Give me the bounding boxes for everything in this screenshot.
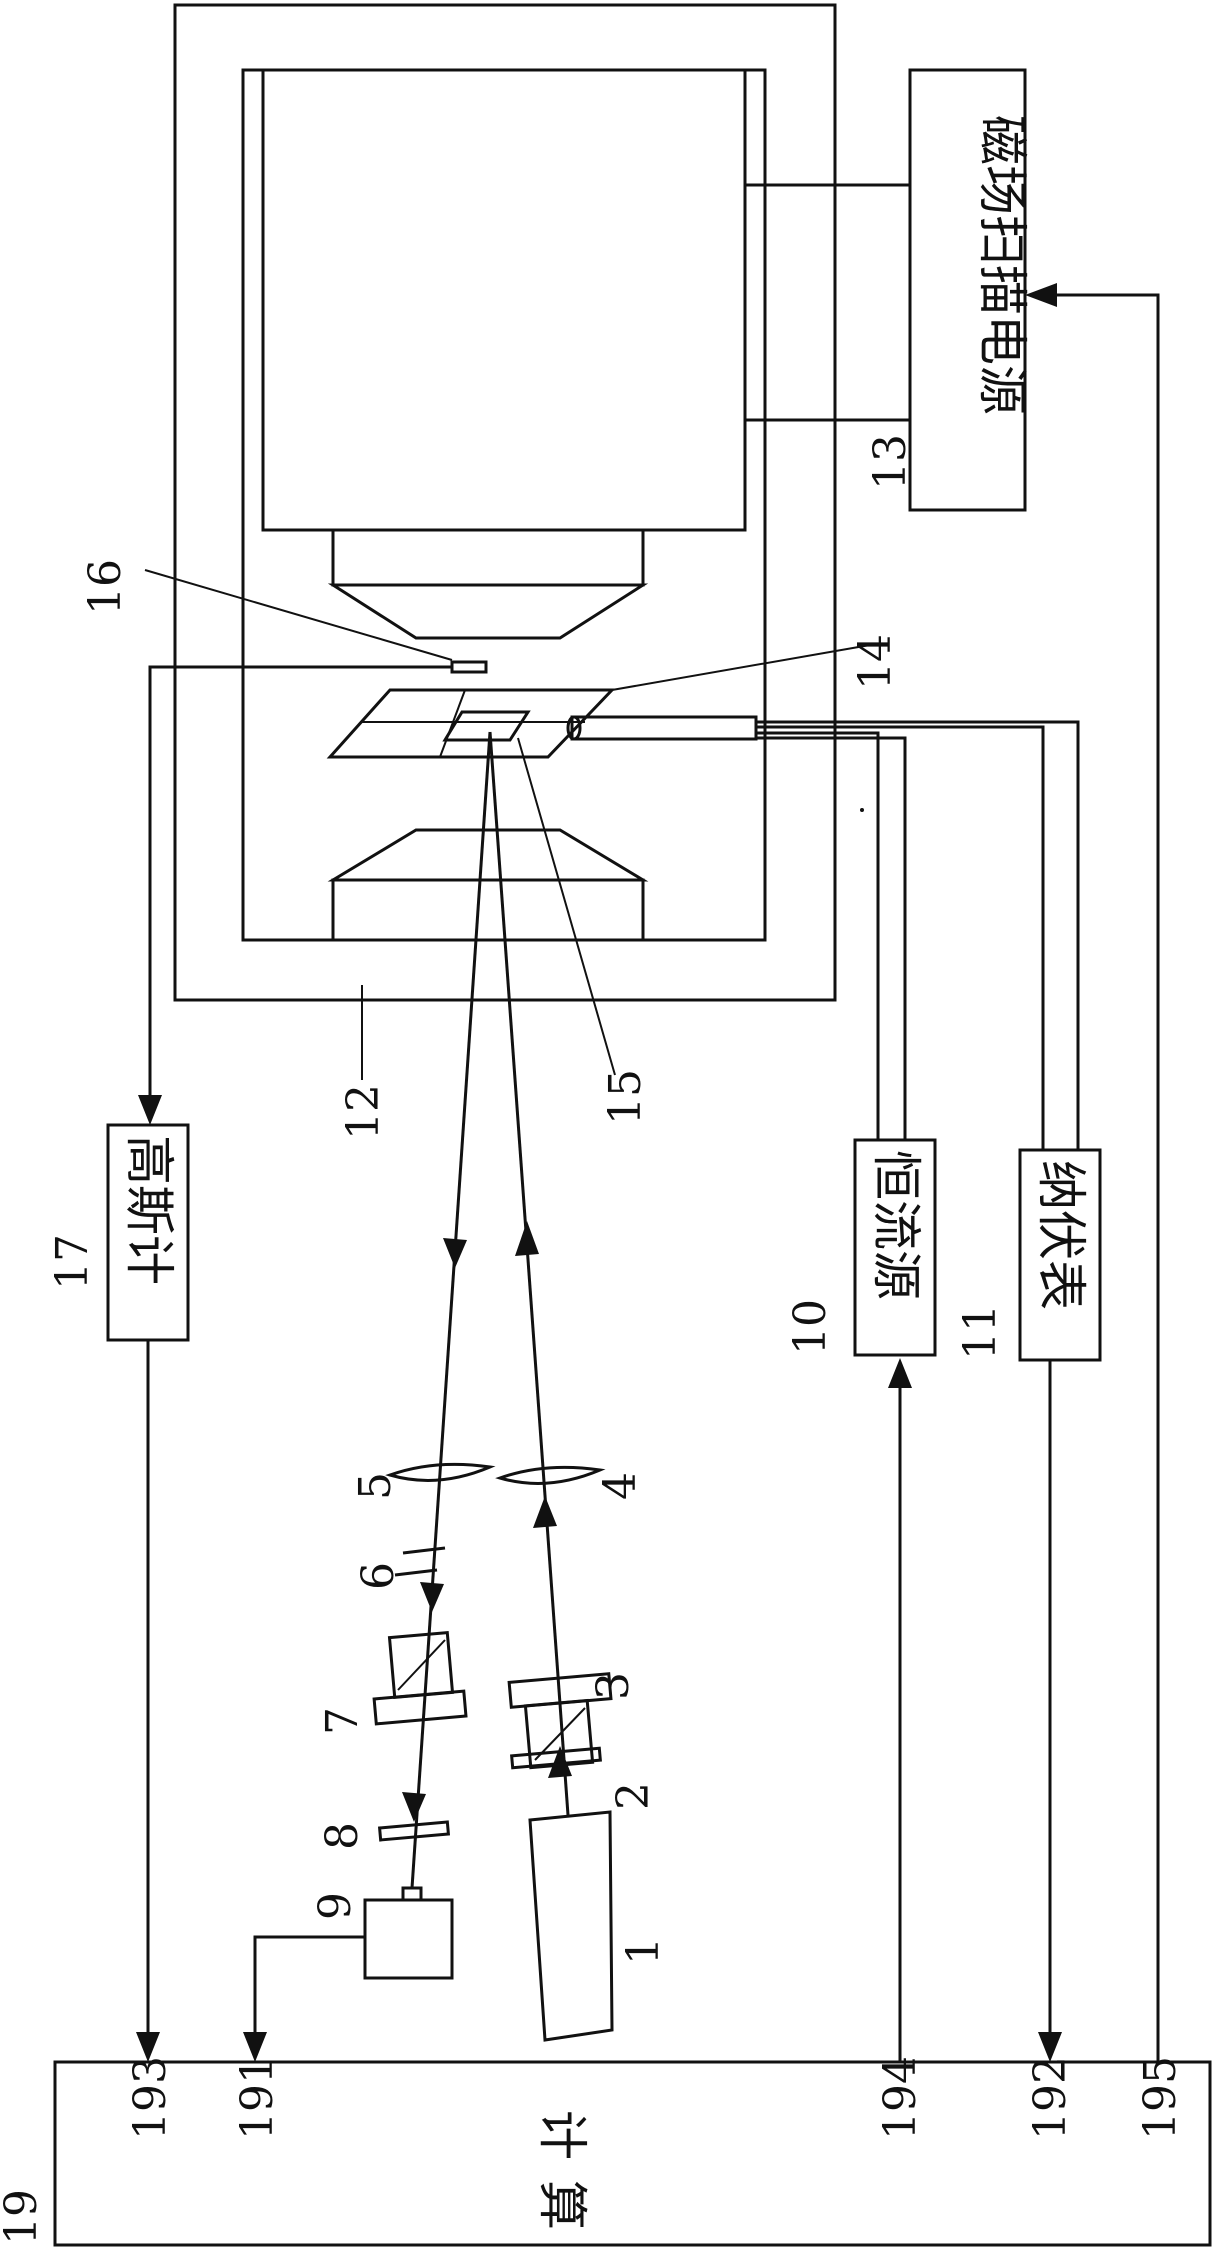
label-5: 5 — [350, 1472, 401, 1500]
magnet-yoke — [243, 70, 765, 940]
lower-pole-piece-base — [333, 880, 643, 940]
analyzer-7-mount — [374, 1691, 466, 1724]
current-lead-b — [756, 738, 905, 1140]
label-19: 19 — [0, 2189, 47, 2245]
port-191: 191 — [232, 2056, 283, 2140]
computer-label: 计算机 — [533, 2110, 591, 2248]
label-9: 9 — [310, 1892, 361, 1920]
detector-to-computer-line — [255, 1937, 365, 2035]
port-194: 194 — [875, 2056, 926, 2140]
upper-pole-piece-tip — [333, 585, 643, 638]
detector-9-window — [403, 1888, 421, 1900]
reflected-beam-arrow-lower — [402, 1792, 426, 1822]
nanovoltmeter-label: 纳伏表 — [1032, 1160, 1090, 1310]
label-7: 7 — [317, 1707, 368, 1735]
label-1: 1 — [618, 1937, 669, 1965]
voltage-lead-a — [756, 727, 1043, 1150]
voltage-lead-b — [756, 722, 1078, 1150]
lower-pole-piece-tip — [333, 830, 643, 880]
incident-beam — [490, 732, 568, 1815]
upper-coil — [263, 70, 745, 530]
lens-4 — [500, 1467, 600, 1483]
magnet-outer-frame — [175, 5, 835, 1000]
current-source-label: 恒流源 — [867, 1150, 925, 1300]
current-lead-a — [756, 733, 878, 1140]
reflected-beam-arrow-upper — [443, 1238, 467, 1268]
incident-beam-arrow-mid — [533, 1496, 557, 1528]
label-3: 3 — [588, 1672, 639, 1700]
label-13: 13 — [865, 434, 916, 490]
reflected-beam — [412, 732, 490, 1888]
port-195: 195 — [1135, 2056, 1186, 2140]
label-15: 15 — [600, 1069, 651, 1125]
field-scan-power-supply-label: 磁场扫描电源 — [973, 115, 1031, 415]
leader-14 — [612, 645, 870, 690]
port-193: 193 — [125, 2056, 176, 2140]
analyzer-7-diagonal — [398, 1640, 445, 1690]
label-11: 11 — [955, 1304, 1006, 1360]
label-16: 16 — [80, 559, 131, 615]
label-8: 8 — [317, 1822, 368, 1850]
label-12: 12 — [338, 1084, 389, 1140]
sample-holder-rod — [572, 717, 756, 739]
hall-probe — [452, 662, 486, 672]
label-4: 4 — [595, 1472, 646, 1500]
stray-dot — [860, 808, 864, 812]
label-10: 10 — [785, 1299, 836, 1355]
hall-probe-to-gaussmeter-line — [150, 667, 452, 1100]
incident-beam-arrow-upper — [515, 1221, 539, 1256]
label-6: 6 — [353, 1562, 404, 1590]
label-17: 17 — [47, 1234, 98, 1290]
gaussmeter-label: 高斯计 — [120, 1135, 178, 1285]
filter-8 — [380, 1822, 449, 1840]
laser-1 — [530, 1812, 612, 2040]
sample — [445, 712, 528, 740]
detector-9 — [365, 1900, 452, 1978]
current-source-input-arrow — [888, 1358, 912, 1388]
port-192: 192 — [1025, 2056, 1076, 2140]
leader-15 — [518, 738, 615, 1075]
stage-divider-1 — [440, 690, 465, 757]
label-2: 2 — [608, 1782, 659, 1810]
reflected-beam-arrow-mid — [420, 1582, 444, 1612]
gaussmeter-input-arrow — [138, 1095, 162, 1125]
upper-pole-piece-base — [333, 530, 643, 585]
label-14: 14 — [850, 634, 901, 690]
wave-plate-6a — [403, 1548, 445, 1553]
